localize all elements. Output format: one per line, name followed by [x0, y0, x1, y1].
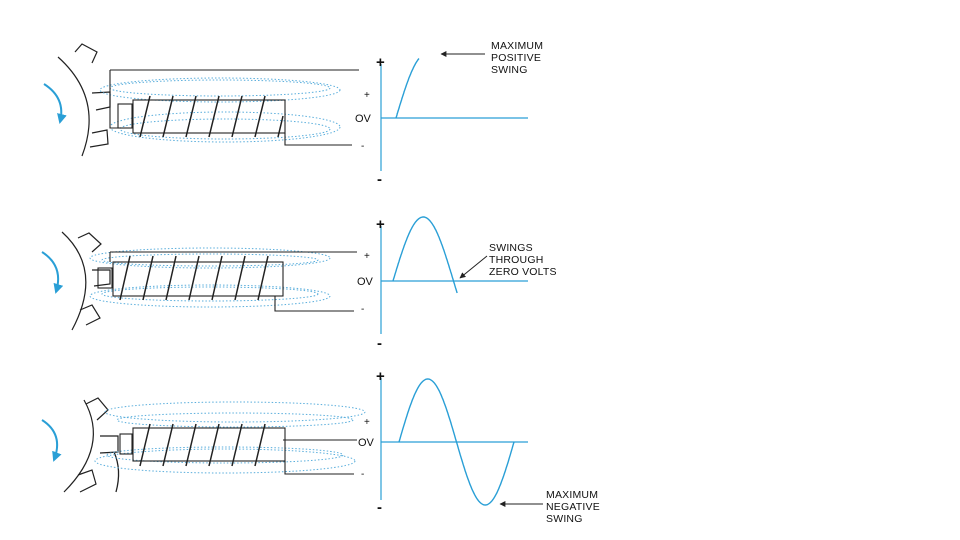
axis-small-minus: - [361, 304, 364, 315]
rotation-arrow [41, 251, 64, 294]
scope-axes [380, 378, 528, 500]
axis-small-minus: - [361, 141, 364, 152]
axis-minus: - [377, 171, 382, 188]
voltage-waveform [392, 216, 458, 294]
pickup-coil [109, 69, 359, 146]
panel-3: + - + - OV MAXIMUM NEGATIVE SWING [41, 368, 603, 525]
axis-minus: - [377, 499, 382, 516]
rotation-arrow [43, 83, 67, 124]
axis-plus: + [376, 216, 385, 233]
axis-plus: + [376, 54, 385, 71]
axis-minus: - [377, 335, 382, 352]
annotation-text: SWINGS THROUGH ZERO VOLTS [489, 242, 557, 278]
scope-axes [380, 64, 528, 171]
reluctor-wheel [63, 397, 120, 493]
annotation-text: MAXIMUM POSITIVE SWING [491, 40, 546, 76]
magnetic-field-lines [99, 77, 341, 143]
annotation-arrow [459, 255, 488, 279]
rotation-arrow [41, 419, 62, 462]
axis-small-minus: - [361, 469, 364, 480]
axis-small-plus: + [364, 417, 370, 428]
magnetic-field-lines [89, 247, 331, 308]
annotation-text: MAXIMUM NEGATIVE SWING [546, 489, 603, 525]
voltage-waveform [395, 58, 420, 119]
pickup-coil [119, 423, 357, 475]
reluctor-wheel [61, 231, 111, 331]
axis-zero-label: OV [357, 276, 374, 288]
pickup-coil [97, 251, 357, 312]
panel-1: + - + - OV MAXIMUM POSITIVE SWING [43, 40, 546, 188]
panel-2: + - + - OV SWINGS THROUGH ZERO VOLTS [41, 216, 557, 352]
voltage-waveform [398, 378, 515, 506]
axis-small-plus: + [364, 251, 370, 262]
axis-plus: + [376, 368, 385, 385]
axis-zero-label: OV [358, 437, 375, 449]
scope-axes [380, 226, 528, 334]
axis-small-plus: + [364, 90, 370, 101]
reluctor-wheel [57, 43, 111, 157]
axis-zero-label: OV [355, 113, 372, 125]
magnetic-field-lines [94, 401, 366, 474]
